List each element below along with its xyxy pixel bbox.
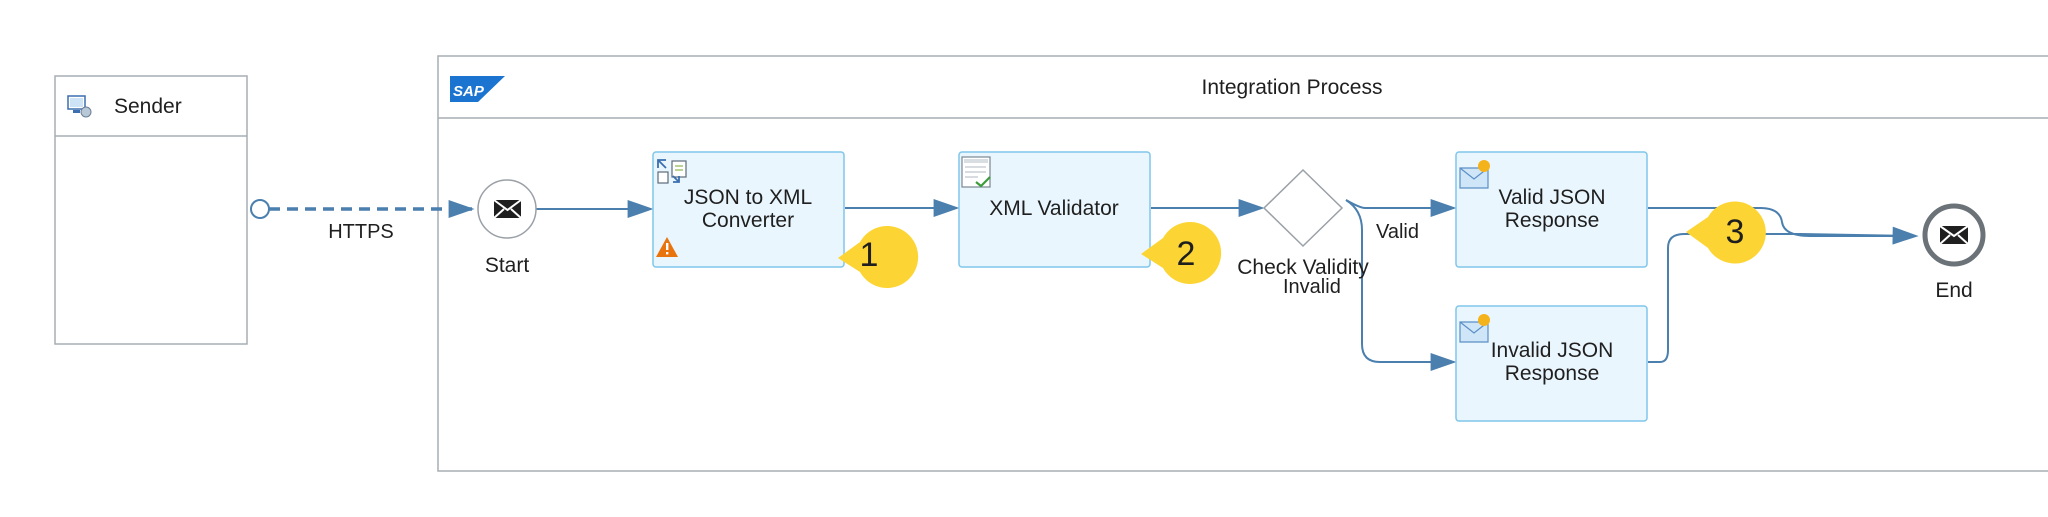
content-modifier-icon (1459, 160, 1490, 189)
https-connection[interactable]: HTTPS (250, 199, 475, 243)
content-modifier-icon (1459, 314, 1490, 343)
invalid-response-label-line1: Invalid JSON (1491, 339, 1614, 362)
svg-text:SAP: SAP (453, 83, 485, 100)
sender-system-icon (67, 95, 92, 118)
json-to-xml-converter-step[interactable]: JSON to XML Converter (652, 151, 845, 268)
start-label: Start (485, 254, 530, 277)
process-title: Integration Process (1202, 76, 1383, 99)
validator-icon (961, 156, 991, 188)
sap-logo: SAP (450, 76, 505, 102)
valid-json-response-step[interactable]: Valid JSON Response (1455, 151, 1648, 268)
end-label: End (1935, 279, 1972, 302)
route-invalid-label: Invalid (1283, 276, 1341, 298)
message-icon (493, 199, 522, 219)
invalid-json-response-step[interactable]: Invalid JSON Response (1455, 305, 1648, 422)
converter-label-line1: JSON to XML (684, 186, 812, 209)
converter-icon (657, 159, 687, 184)
sender-participant[interactable]: Sender (54, 75, 248, 345)
svg-text:1: 1 (860, 236, 879, 274)
gateway-label: Check Validity (1237, 256, 1369, 279)
https-label: HTTPS (328, 221, 394, 243)
callout-1: 1 (838, 225, 919, 288)
invalid-response-label-line2: Response (1505, 362, 1600, 385)
converter-label-line2: Converter (702, 209, 794, 232)
valid-response-label-line1: Valid JSON (1499, 186, 1606, 209)
message-icon (1939, 225, 1969, 245)
flow-invalid-route[interactable] (1345, 199, 1457, 371)
sender-label: Sender (114, 95, 182, 118)
xml-validator-step[interactable]: XML Validator (958, 151, 1151, 268)
start-event[interactable]: Start (477, 179, 537, 277)
sequence-flows (534, 199, 1919, 371)
validator-label: XML Validator (989, 197, 1119, 220)
callout-2: 2 (1141, 222, 1222, 284)
flow-valid-to-end[interactable] (1648, 207, 1915, 237)
route-valid-label: Valid (1376, 221, 1419, 243)
svg-text:3: 3 (1726, 213, 1745, 251)
callout-3: 3 (1686, 201, 1766, 264)
svg-text:2: 2 (1177, 235, 1196, 273)
warning-icon (656, 237, 678, 257)
check-validity-gateway[interactable]: Check Validity (1237, 168, 1369, 279)
end-event[interactable]: End (1922, 203, 1986, 302)
valid-response-label-line2: Response (1505, 209, 1600, 232)
flow-invalid-to-end[interactable] (1648, 226, 1919, 363)
